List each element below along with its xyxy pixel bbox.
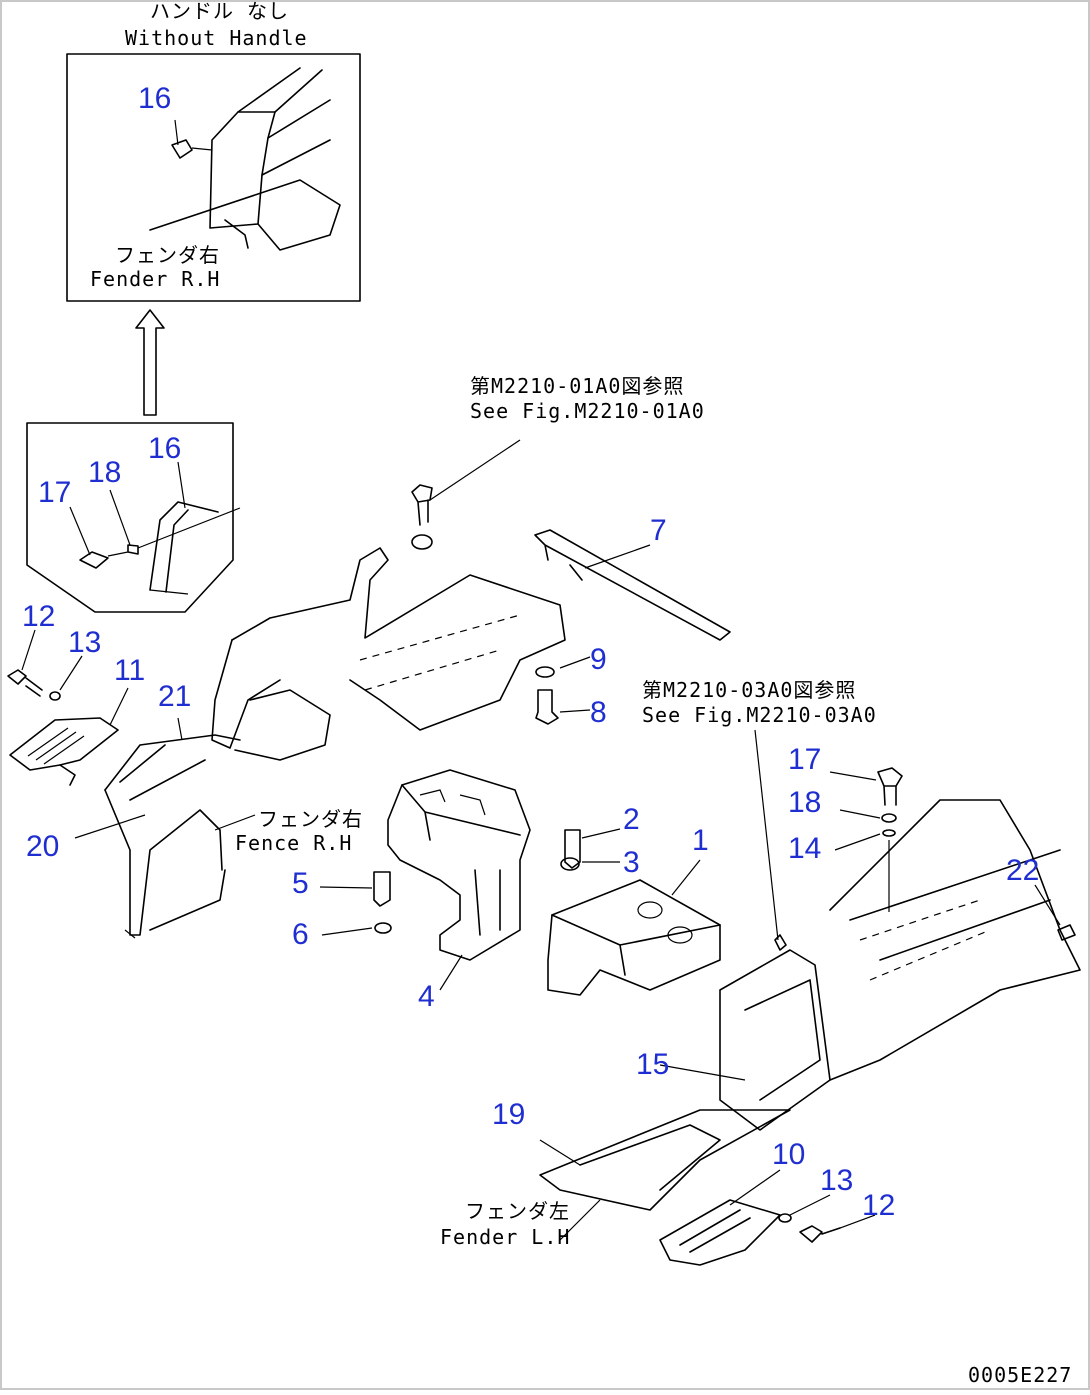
callout-8: 8 xyxy=(590,696,607,729)
callout-leaders xyxy=(21,119,1061,1241)
screw-see-fig-03 xyxy=(774,934,787,951)
callout-4: 4 xyxy=(418,980,435,1013)
callout-22: 22 xyxy=(1006,854,1039,887)
bolt-17-right xyxy=(877,767,903,806)
callout-16-top: 16 xyxy=(138,82,171,115)
inset-without-handle-box xyxy=(66,53,361,302)
fender-rh-main xyxy=(104,547,566,939)
note-see-fig-01-en: See Fig.M2210-01A0 xyxy=(470,399,705,423)
callout-12-right: 12 xyxy=(862,1189,895,1222)
washer-13-left xyxy=(49,691,61,701)
bracket-7 xyxy=(534,529,731,641)
leader-see-fig-03 xyxy=(754,729,779,941)
note-without-handle-jp: ハンドル なし xyxy=(150,0,289,23)
step-right xyxy=(659,1199,781,1266)
bolt-8 xyxy=(535,689,559,725)
washer-18-right xyxy=(881,813,897,823)
inset-fender-sketch xyxy=(149,67,341,251)
callout-20: 20 xyxy=(26,830,59,863)
inset-handle-frame xyxy=(26,422,234,613)
callout-11: 11 xyxy=(114,654,145,687)
callout-12-left: 12 xyxy=(22,600,55,633)
callout-13-left: 13 xyxy=(68,626,101,659)
callout-5: 5 xyxy=(292,867,309,900)
callout-9: 9 xyxy=(590,643,607,676)
note-fender-lh-jp: フェンダ左 xyxy=(465,1199,570,1223)
callout-17-left: 17 xyxy=(38,476,71,509)
bolt-top xyxy=(411,484,433,526)
note-see-fig-03-jp: 第M2210-03A0図参照 xyxy=(642,678,856,702)
handle-sketch xyxy=(79,501,241,595)
callout-13-right: 13 xyxy=(820,1164,853,1197)
callout-2: 2 xyxy=(623,803,640,836)
washer-6 xyxy=(374,922,392,934)
callout-3: 3 xyxy=(623,846,640,879)
callout-14: 14 xyxy=(788,832,821,865)
callout-15: 15 xyxy=(636,1048,669,1081)
callout-1: 1 xyxy=(692,824,709,857)
washer-9 xyxy=(535,666,555,678)
mount-1 xyxy=(547,879,721,996)
callout-10: 10 xyxy=(772,1138,805,1171)
note-without-handle-en: Without Handle xyxy=(125,26,308,50)
bolt-2 xyxy=(564,829,581,869)
drawing-code: 0005E227 xyxy=(968,1363,1072,1387)
mount-4 xyxy=(387,769,531,961)
callout-18-right: 18 xyxy=(788,786,821,819)
bolt-22-end xyxy=(1057,924,1076,941)
callout-18-left: 18 xyxy=(88,456,121,489)
callout-17-right: 17 xyxy=(788,743,821,776)
callout-16-handle: 16 xyxy=(148,432,181,465)
bolt-12-left xyxy=(7,669,43,697)
up-arrow xyxy=(135,309,165,416)
note-see-fig-03-en: See Fig.M2210-03A0 xyxy=(642,703,877,727)
note-fender-lh-en: Fender L.H xyxy=(440,1225,570,1249)
callout-6: 6 xyxy=(292,918,309,951)
callout-21: 21 xyxy=(158,680,191,713)
note-see-fig-01-jp: 第M2210-01A0図参照 xyxy=(470,374,684,398)
step-left xyxy=(9,717,119,786)
washer-top xyxy=(411,534,433,550)
callout-7: 7 xyxy=(650,514,667,547)
washer-13-right xyxy=(778,1213,792,1223)
callout-19: 19 xyxy=(492,1098,525,1131)
note-fender-rh-inset-en: Fender R.H xyxy=(90,267,220,291)
note-fender-rh-inset-jp: フェンダ右 xyxy=(115,243,220,267)
washer-3 xyxy=(560,857,580,871)
note-fender-rh-jp: フェンダ右 xyxy=(258,807,363,831)
fender-lh-main xyxy=(539,799,1081,1211)
bolt-5 xyxy=(373,871,391,907)
note-fender-rh-en: Fence R.H xyxy=(235,831,352,855)
bolt-12-right xyxy=(799,1225,841,1243)
leader-see-fig-01 xyxy=(429,439,521,501)
washer-14 xyxy=(882,829,896,837)
